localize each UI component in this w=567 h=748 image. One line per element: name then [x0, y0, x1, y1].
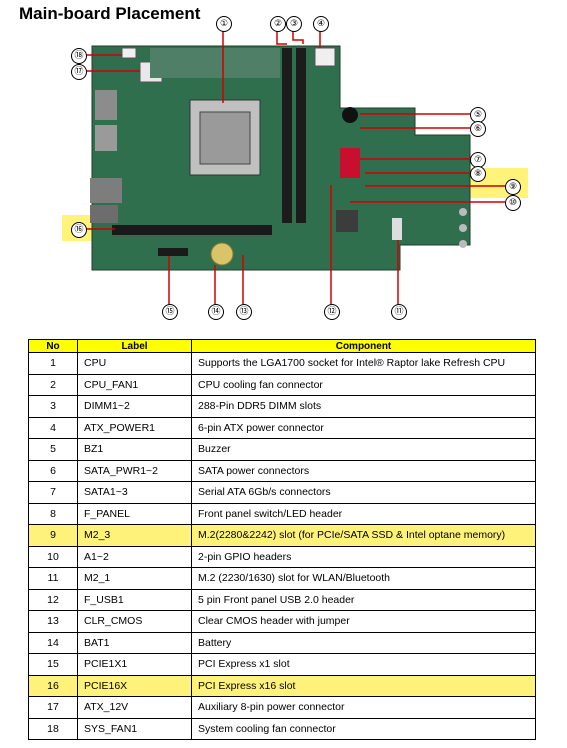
- cell-label: M2_3: [77, 524, 192, 547]
- cell-label: BAT1: [77, 631, 192, 654]
- cell-label: F_USB1: [77, 588, 192, 611]
- callout-marker: ⑪: [391, 304, 407, 320]
- cell-component: PCI Express x1 slot: [191, 653, 536, 676]
- cell-label: CPU: [77, 352, 192, 375]
- cell-no: 10: [28, 545, 78, 568]
- cell-component: PCI Express x16 slot: [191, 674, 536, 697]
- callout-marker: ⑬: [236, 304, 252, 320]
- cell-label: A1~2: [77, 545, 192, 568]
- cell-no: 14: [28, 631, 78, 654]
- cell-no: 11: [28, 567, 78, 590]
- cell-component: Supports the LGA1700 socket for Intel® R…: [191, 352, 536, 375]
- cell-label: M2_1: [77, 567, 192, 590]
- cell-label: SATA1~3: [77, 481, 192, 504]
- callout-marker: ⑰: [71, 64, 87, 80]
- cell-label: PCIE16X: [77, 674, 192, 697]
- cell-no: 4: [28, 416, 78, 439]
- cell-label: SATA_PWR1~2: [77, 459, 192, 482]
- mainboard-diagram: [0, 0, 567, 330]
- cell-component: 2-pin GPIO headers: [191, 545, 536, 568]
- cell-no: 12: [28, 588, 78, 611]
- cell-component: System cooling fan connector: [191, 717, 536, 740]
- cell-label: CLR_CMOS: [77, 610, 192, 633]
- cell-component: 5 pin Front panel USB 2.0 header: [191, 588, 536, 611]
- cell-no: 3: [28, 395, 78, 418]
- cell-component: SATA power connectors: [191, 459, 536, 482]
- callout-marker: ④: [313, 16, 329, 32]
- cell-component: Buzzer: [191, 438, 536, 461]
- cell-no: 16: [28, 674, 78, 697]
- callout-marker: ⑫: [324, 304, 340, 320]
- cell-no: 8: [28, 502, 78, 525]
- cell-label: DIMM1~2: [77, 395, 192, 418]
- cell-label: F_PANEL: [77, 502, 192, 525]
- cell-no: 18: [28, 717, 78, 740]
- cell-component: Clear CMOS header with jumper: [191, 610, 536, 633]
- callout-marker: ⑩: [505, 195, 521, 211]
- cell-no: 1: [28, 352, 78, 375]
- table-header-row: No Label Component: [28, 339, 536, 353]
- cell-no: 6: [28, 459, 78, 482]
- header-label: Label: [77, 339, 192, 353]
- cell-no: 17: [28, 696, 78, 719]
- cell-label: PCIE1X1: [77, 653, 192, 676]
- cell-component: Front panel switch/LED header: [191, 502, 536, 525]
- cell-label: ATX_12V: [77, 696, 192, 719]
- cell-component: M.2(2280&2242) slot (for PCIe/SATA SSD &…: [191, 524, 536, 547]
- cell-no: 13: [28, 610, 78, 633]
- header-component: Component: [191, 339, 536, 353]
- callout-marker: ⑧: [470, 166, 486, 182]
- cell-label: CPU_FAN1: [77, 373, 192, 396]
- cell-no: 5: [28, 438, 78, 461]
- callout-marker: ⑨: [505, 179, 521, 195]
- cell-component: 6-pin ATX power connector: [191, 416, 536, 439]
- callout-marker: ⑥: [470, 121, 486, 137]
- cell-label: ATX_POWER1: [77, 416, 192, 439]
- cell-component: Auxiliary 8-pin power connector: [191, 696, 536, 719]
- cell-label: SYS_FAN1: [77, 717, 192, 740]
- callout-marker: ⑦: [470, 152, 486, 168]
- callout-marker: ⑱: [71, 48, 87, 64]
- cell-no: 15: [28, 653, 78, 676]
- cell-no: 2: [28, 373, 78, 396]
- callout-marker: ⑯: [71, 222, 87, 238]
- callout-marker: ②: [270, 16, 286, 32]
- cell-component: Serial ATA 6Gb/s connectors: [191, 481, 536, 504]
- callout-marker: ⑮: [162, 304, 178, 320]
- callout-marker: ①: [216, 16, 232, 32]
- cell-no: 7: [28, 481, 78, 504]
- cell-component: CPU cooling fan connector: [191, 373, 536, 396]
- cell-component: 288-Pin DDR5 DIMM slots: [191, 395, 536, 418]
- cell-label: BZ1: [77, 438, 192, 461]
- page-title: Main-board Placement: [19, 4, 201, 23]
- cell-component: Battery: [191, 631, 536, 654]
- callout-marker: ⑭: [208, 304, 224, 320]
- callout-marker: ③: [286, 16, 302, 32]
- mainboard-image: [86, 31, 505, 304]
- header-no: No: [28, 339, 78, 353]
- cell-component: M.2 (2230/1630) slot for WLAN/Bluetooth: [191, 567, 536, 590]
- cell-no: 9: [28, 524, 78, 547]
